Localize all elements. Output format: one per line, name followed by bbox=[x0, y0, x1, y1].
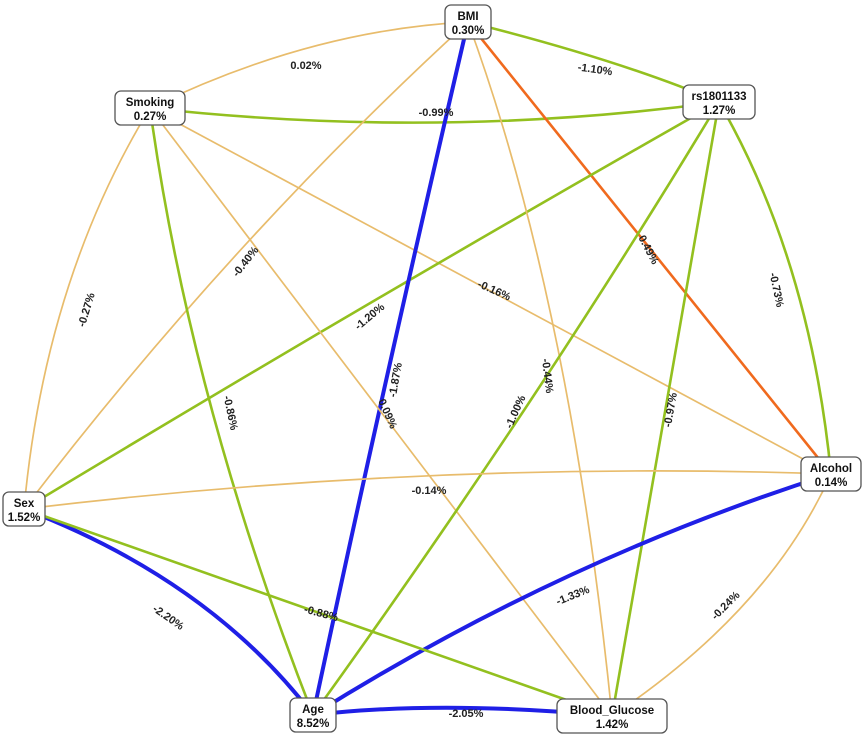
edge-smoking-rs bbox=[149, 100, 720, 124]
node-glucose[interactable]: Blood_Glucose 1.42% bbox=[556, 698, 668, 734]
edge-sex-glucose bbox=[23, 507, 613, 718]
node-name-smoking: Smoking bbox=[126, 97, 175, 109]
node-name-age: Age bbox=[302, 704, 324, 716]
edge-label-smoking-age: -0.86% bbox=[221, 395, 240, 432]
node-age[interactable]: Age 8.52% bbox=[289, 697, 337, 733]
node-bmi[interactable]: BMI 0.30% bbox=[444, 4, 492, 40]
edge-bmi-rs bbox=[467, 20, 720, 104]
edge-sex-age bbox=[23, 507, 315, 717]
edge-label-smoking-rs: -0.99% bbox=[419, 107, 454, 119]
node-box-bmi bbox=[444, 4, 492, 40]
edge-smoking-glucose bbox=[149, 107, 613, 717]
node-box-age bbox=[289, 697, 337, 733]
edge-label-bmi-rs: -1.10% bbox=[577, 62, 613, 79]
node-name-sex: Sex bbox=[14, 498, 35, 510]
node-box-glucose bbox=[556, 698, 668, 734]
edge-label-bmi-sex: -0.40% bbox=[230, 244, 261, 279]
node-sex[interactable]: Sex 1.52% bbox=[2, 491, 46, 527]
node-name-glucose: Blood_Glucose bbox=[570, 705, 654, 717]
edge-bmi-glucose bbox=[467, 21, 613, 717]
node-box-smoking bbox=[114, 90, 186, 126]
edge-label-bmi-alcohol: 0.49% bbox=[635, 233, 660, 266]
node-value-sex: 1.52% bbox=[8, 512, 41, 524]
node-value-glucose: 1.42% bbox=[596, 719, 629, 731]
node-value-smoking: 0.27% bbox=[134, 111, 167, 123]
node-alcohol[interactable]: Alcohol 0.14% bbox=[800, 456, 862, 492]
edge-glucose-alcohol bbox=[611, 473, 832, 717]
node-value-alcohol: 0.14% bbox=[815, 477, 848, 489]
node-box-sex bbox=[2, 491, 46, 527]
edge-age-alcohol bbox=[311, 472, 832, 717]
nodes-layer: BMI 0.30% rs1801133 1.27% Smoking 0.27% Alcoho… bbox=[2, 4, 862, 734]
node-box-alcohol bbox=[800, 456, 862, 492]
edge-label-rs-sex: -1.20% bbox=[353, 301, 388, 333]
edge-label-smoking-sex: -0.27% bbox=[76, 291, 98, 328]
node-value-age: 8.52% bbox=[297, 718, 330, 730]
node-name-alcohol: Alcohol bbox=[810, 463, 852, 475]
edge-label-rs-age: -1.00% bbox=[503, 393, 528, 430]
node-name-bmi: BMI bbox=[457, 11, 478, 23]
node-value-bmi: 0.30% bbox=[452, 25, 485, 37]
edge-bmi-sex bbox=[23, 21, 469, 510]
node-smoking[interactable]: Smoking 0.27% bbox=[114, 90, 186, 126]
edge-rs-sex bbox=[23, 100, 720, 511]
edge-rs-age bbox=[311, 101, 721, 716]
edge-label-sex-glucose: -0.88% bbox=[303, 604, 340, 625]
edge-label-glucose-alcohol: -0.24% bbox=[709, 589, 742, 622]
edge-smoking-age bbox=[148, 107, 315, 716]
edge-smoking-alcohol bbox=[149, 107, 832, 475]
edges-layer bbox=[23, 20, 833, 718]
edge-label-age-glucose: -2.05% bbox=[449, 708, 484, 720]
edge-label-bmi-glucose: -0.44% bbox=[539, 358, 555, 394]
node-rs[interactable]: rs1801133 1.27% bbox=[682, 84, 756, 120]
node-box-rs bbox=[682, 84, 756, 120]
node-name-rs: rs1801133 bbox=[691, 91, 746, 103]
edge-label-smoking-bmi: 0.02% bbox=[290, 60, 321, 72]
edge-label-age-alcohol: -1.33% bbox=[555, 584, 592, 608]
edge-label-sex-alcohol: -0.14% bbox=[412, 485, 447, 497]
edge-label-sex-age: -2.20% bbox=[150, 603, 186, 633]
edge-label-smoking-alcohol: -0.16% bbox=[476, 278, 513, 303]
node-value-rs: 1.27% bbox=[703, 105, 736, 117]
edge-label-rs-glucose: -0.97% bbox=[662, 392, 680, 429]
edge-label-rs-alcohol: -0.73% bbox=[767, 272, 786, 309]
edge-label-bmi-age: -1.87% bbox=[387, 362, 405, 399]
edge-labels-layer: 0.02% -1.10% -0.99% 0.49% -0.73% -0.27% -0.40%… bbox=[76, 60, 786, 720]
edge-rs-glucose bbox=[610, 101, 721, 717]
edge-sex-alcohol bbox=[23, 470, 832, 510]
edge-bmi-alcohol bbox=[466, 21, 833, 475]
edge-rs-alcohol bbox=[717, 101, 833, 475]
edge-smoking-sex bbox=[23, 107, 151, 510]
edge-smoking-bmi bbox=[149, 21, 469, 109]
edge-bmi-age bbox=[311, 21, 470, 716]
